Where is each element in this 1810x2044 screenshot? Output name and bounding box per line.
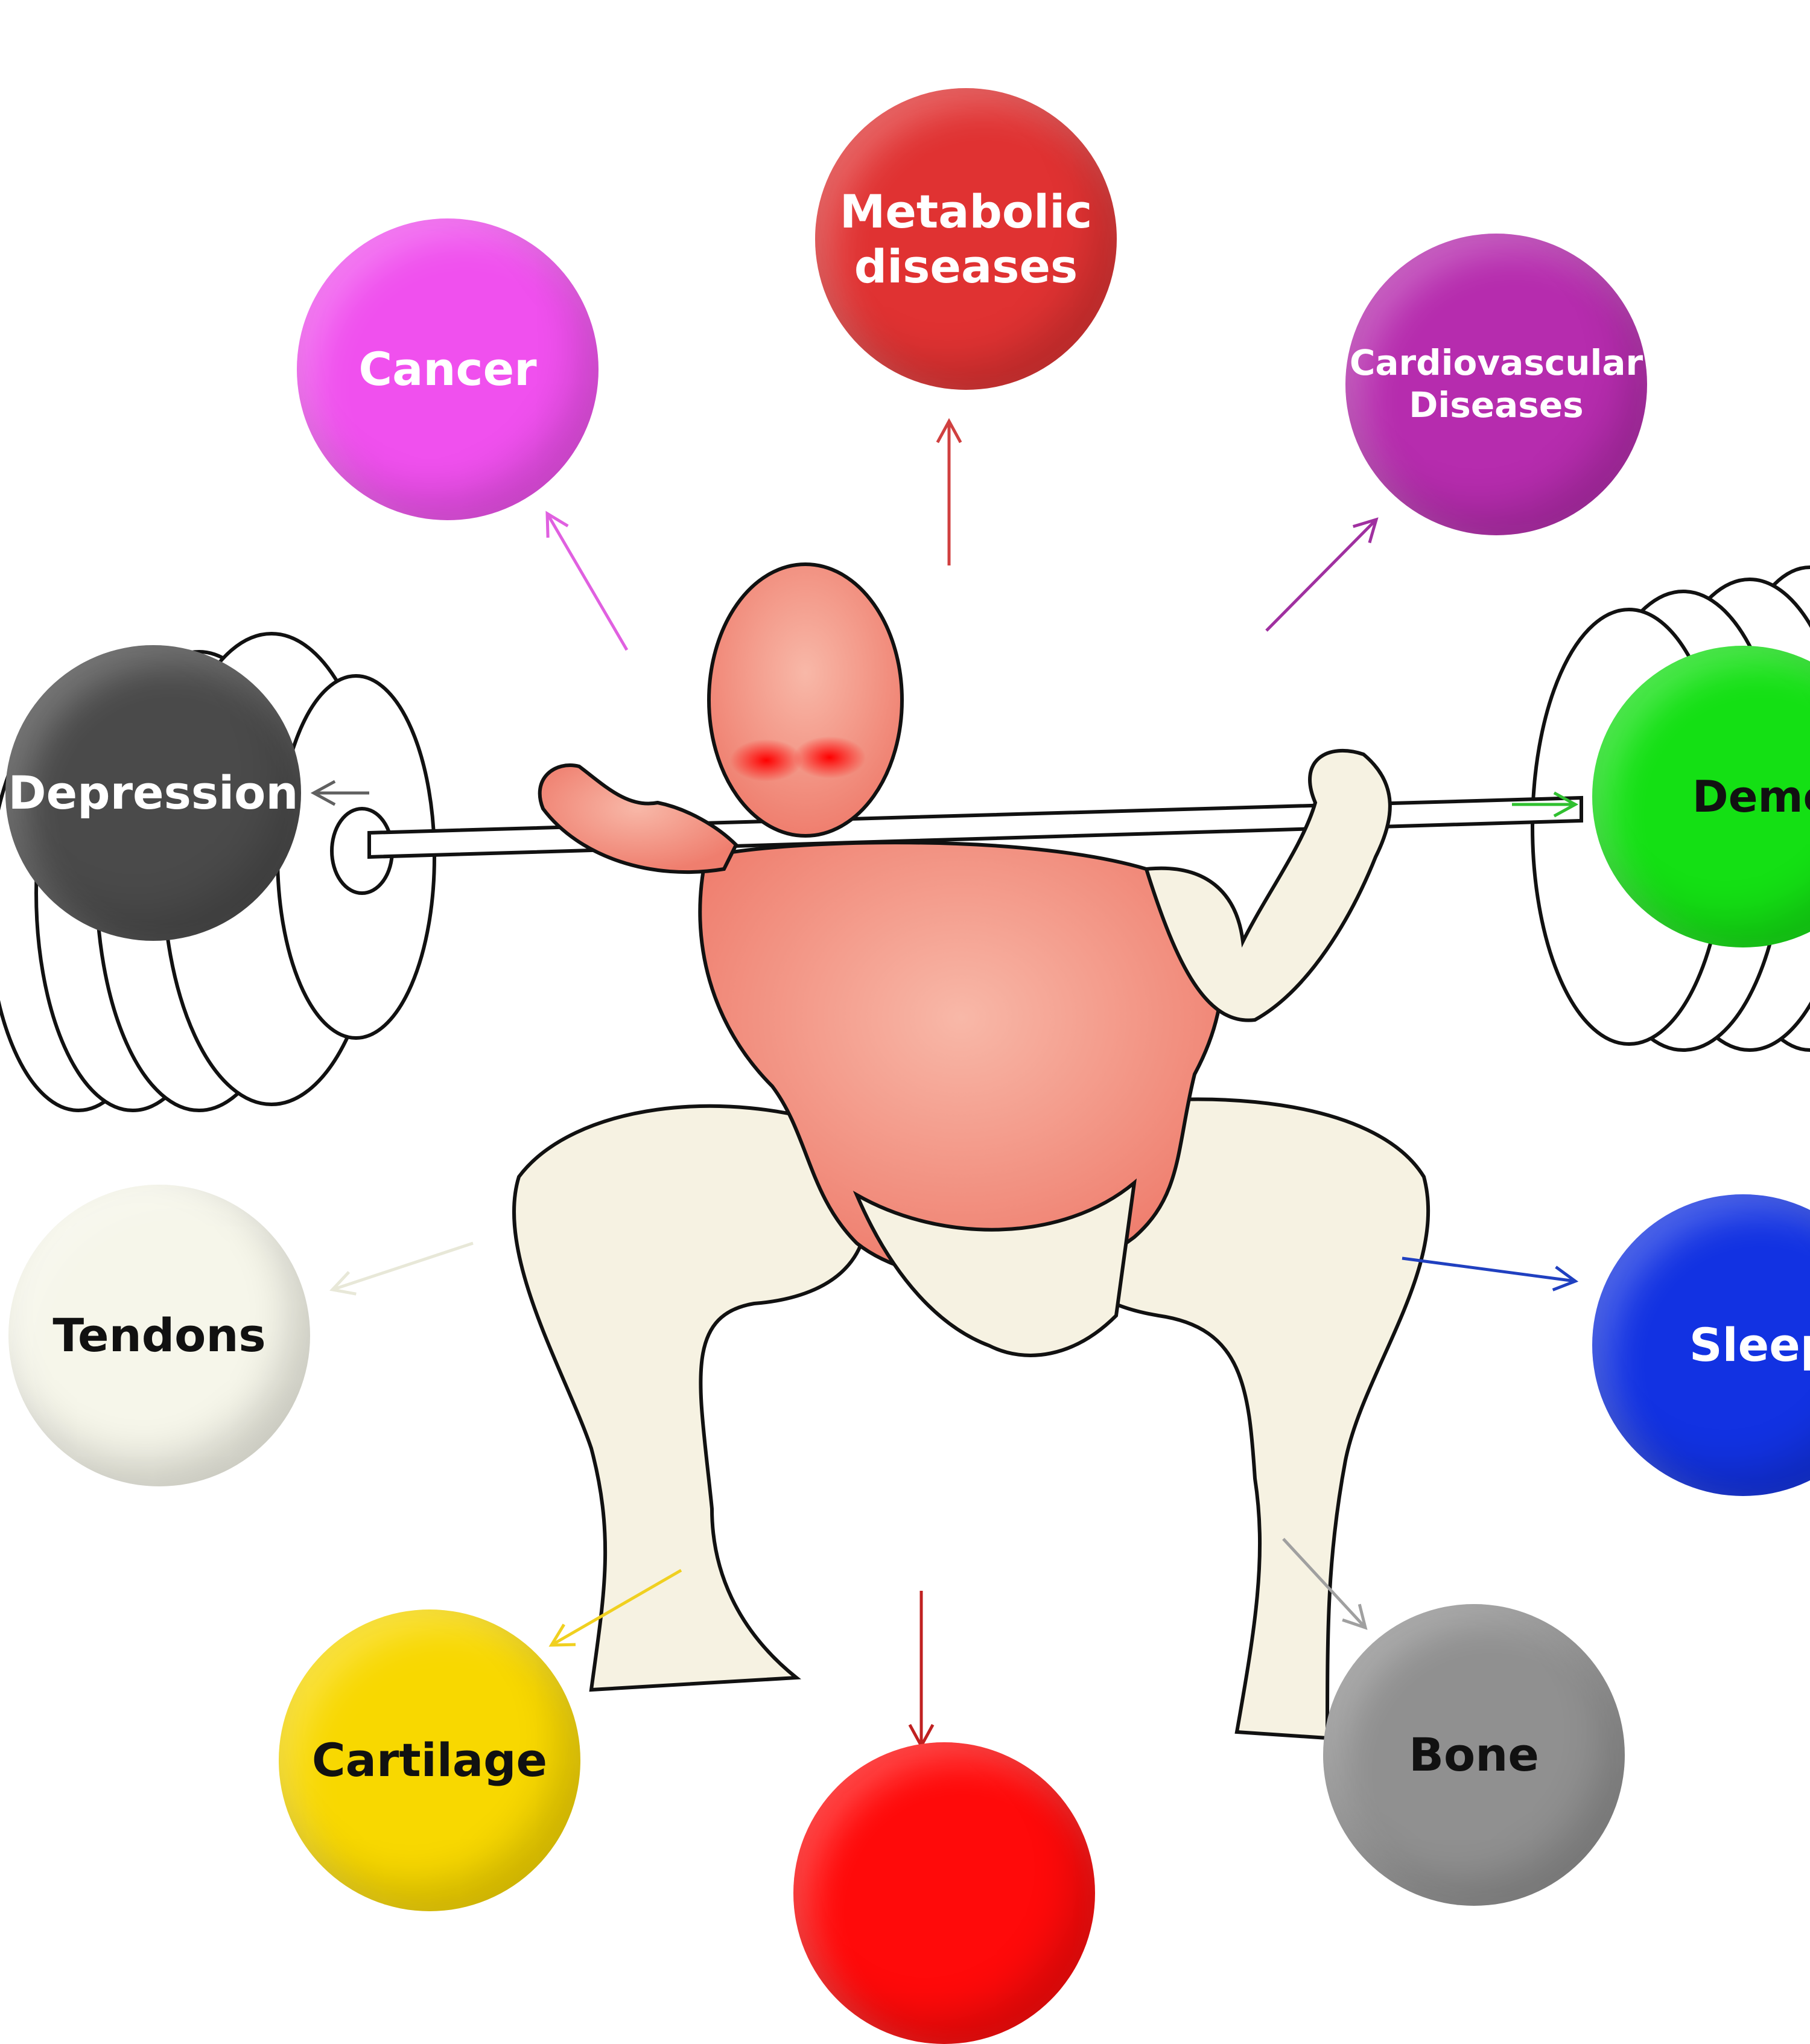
glowing-eye-left [730, 739, 802, 782]
arrow-to-bone [1282, 1538, 1368, 1630]
node-label: Diseases [1409, 384, 1584, 425]
arrow-to-bottom [908, 1591, 935, 1749]
node-label: diseases [854, 240, 1078, 293]
node-cancer: Cancer [297, 218, 599, 520]
node-tendons: Tendons [8, 1185, 310, 1486]
node-label: Cancer [358, 342, 537, 396]
left-arm [538, 763, 738, 874]
right-arm [1144, 748, 1392, 1022]
node-depression: Depression [5, 645, 301, 941]
node-label: Dement [1692, 771, 1810, 822]
arrow-to-cardiovascular [1265, 517, 1379, 632]
glowing-eye-right [793, 736, 866, 778]
node-label: Bone [1409, 1728, 1539, 1782]
arrow-to-cartilage [548, 1568, 682, 1647]
arrows [310, 418, 1579, 1749]
head [707, 562, 904, 838]
arrow-to-cancer [545, 511, 629, 651]
node-cartilage: Cartilage [279, 1609, 580, 1911]
arrow-to-metabolic [936, 418, 962, 565]
node-label: Metabolic [839, 184, 1093, 238]
arrow-to-sleep [1402, 1256, 1579, 1291]
node-label: Depression [8, 766, 299, 820]
briefs [853, 1178, 1137, 1357]
node-label: Cardiovascular [1349, 342, 1643, 384]
node-label: Cartilage [311, 1733, 548, 1788]
node-label: Tendons [52, 1308, 266, 1363]
arrow-to-tendons [329, 1241, 474, 1296]
torso [698, 841, 1224, 1283]
arrow-to-dementia [1512, 791, 1579, 818]
node-bone: Bone [1323, 1604, 1625, 1906]
node-bottom [793, 1742, 1095, 2044]
arrow-to-depression [310, 780, 369, 806]
legs [512, 1097, 1431, 1740]
node-label: Sleep [1689, 1318, 1810, 1372]
